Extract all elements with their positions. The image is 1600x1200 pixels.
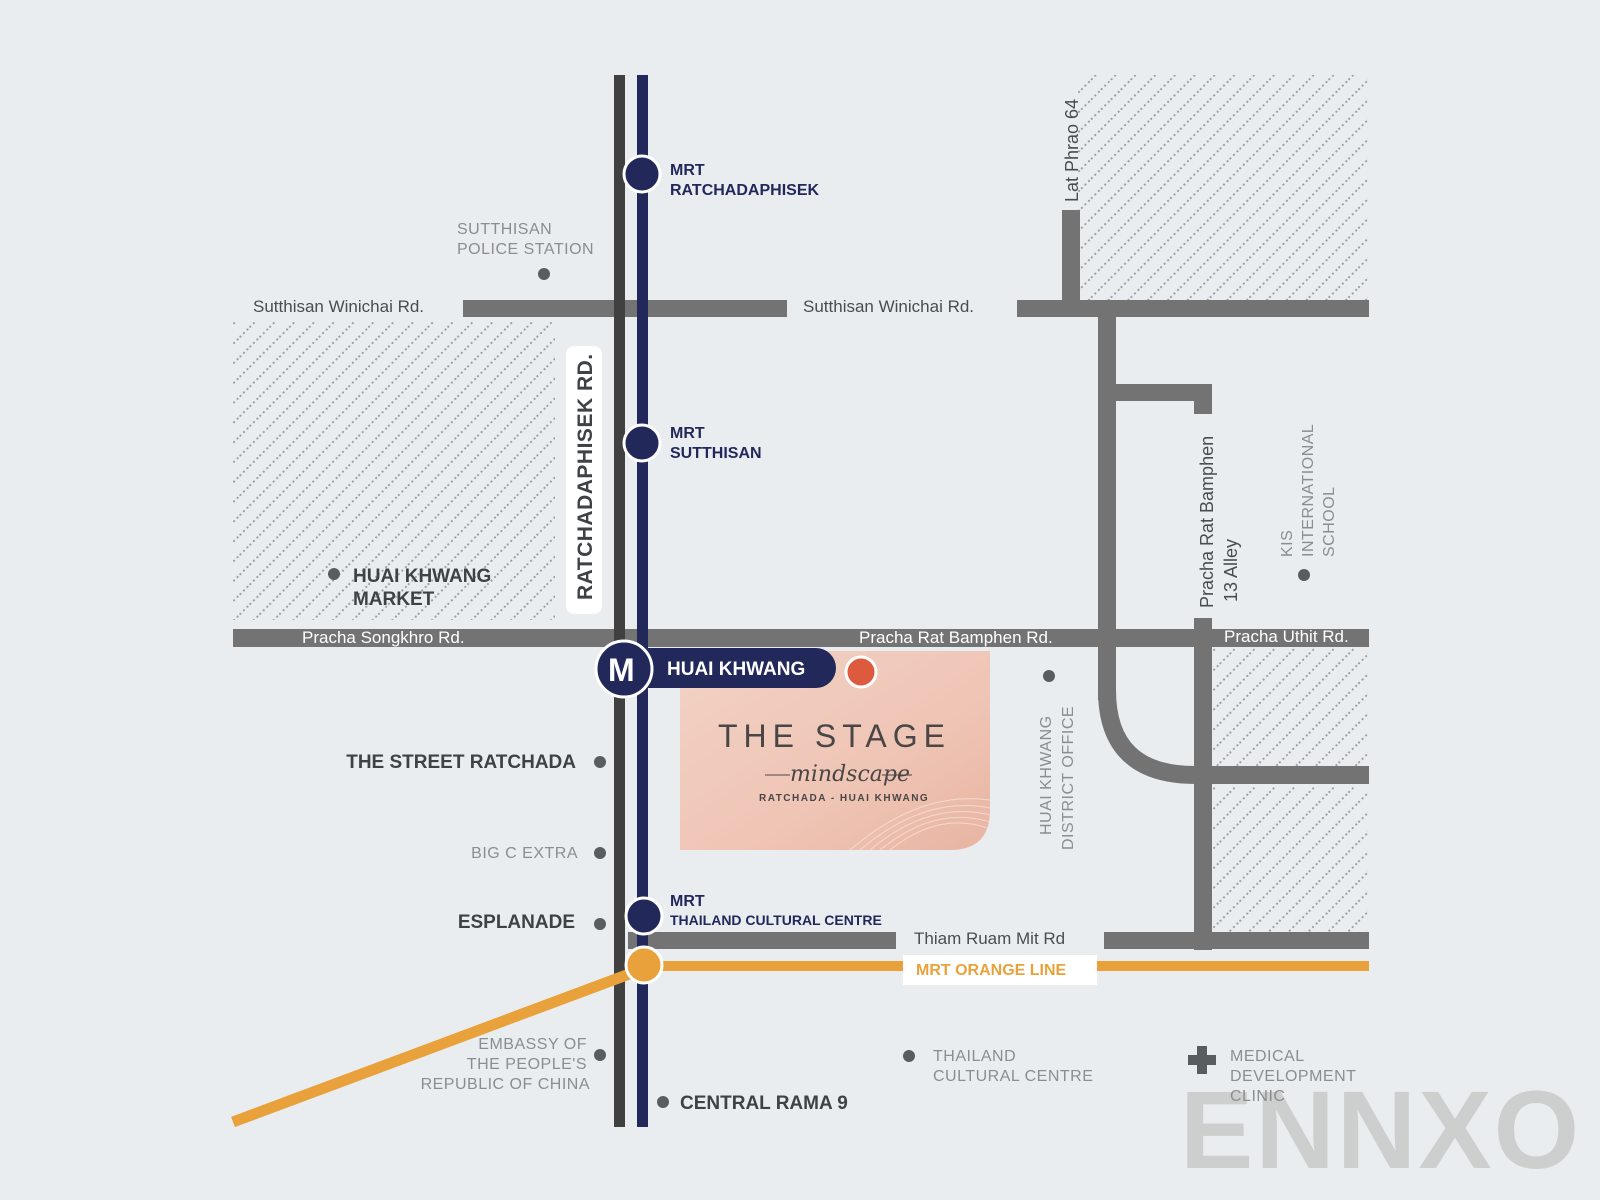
- svg-text:DISTRICT OFFICE: DISTRICT OFFICE: [1060, 706, 1077, 850]
- svg-text:THE STREET RATCHADA: THE STREET RATCHADA: [346, 752, 576, 773]
- project-location-pin-icon[interactable]: [844, 655, 878, 689]
- ratchadaphisek-label-bg: [566, 346, 602, 614]
- svg-text:HUAI KHWANG: HUAI KHWANG: [1038, 715, 1055, 835]
- svg-text:INTERNATIONAL: INTERNATIONAL: [1300, 424, 1317, 557]
- svg-text:POLICE STATION: POLICE STATION: [457, 241, 594, 258]
- project-title: THE STAGE: [718, 718, 951, 754]
- orange-line-label: MRT ORANGE LINE: [916, 962, 1067, 979]
- svg-text:MEDICAL: MEDICAL: [1230, 1048, 1305, 1065]
- zone-northeast: [1078, 75, 1368, 301]
- svg-text:THAILAND CULTURAL CENTRE: THAILAND CULTURAL CENTRE: [670, 912, 882, 928]
- label-alley-line2: 13 Alley: [1221, 539, 1241, 602]
- poi-medical-clinic[interactable]: MEDICAL DEVELOPMENT CLINIC: [1188, 1046, 1356, 1105]
- poi-dot-icon: [594, 756, 606, 768]
- poi-dot-icon: [538, 268, 550, 280]
- mrt-orange-line: MRT ORANGE LINE: [231, 955, 1369, 1128]
- road-connector: [1098, 384, 1212, 401]
- mrt-blue-line: [637, 75, 648, 1127]
- svg-text:MARKET: MARKET: [353, 589, 435, 610]
- poi-esplanade[interactable]: ESPLANADE: [458, 912, 606, 933]
- svg-text:HUAI KHWANG: HUAI KHWANG: [353, 566, 491, 587]
- road-connector-stub: [1194, 384, 1212, 414]
- poi-central-rama-9[interactable]: CENTRAL RAMA 9: [657, 1093, 848, 1114]
- zone-west: [233, 322, 555, 620]
- label-lat-phrao: Lat Phrao 64: [1062, 99, 1082, 202]
- poi-big-c-extra[interactable]: BIG C EXTRA: [471, 845, 606, 862]
- svg-text:MRT: MRT: [670, 893, 705, 910]
- poi-huai-khwang-market[interactable]: HUAI KHWANG MARKET: [328, 566, 491, 610]
- poi-dot-icon: [328, 568, 340, 580]
- mrt-m-icon: [594, 639, 654, 699]
- poi-the-street-ratchada[interactable]: THE STREET RATCHADA: [346, 752, 606, 773]
- road-pracha-horizontal: [233, 629, 1369, 647]
- label-pracha-uthit: Pracha Uthit Rd.: [1224, 627, 1349, 646]
- poi-dot-icon: [594, 847, 606, 859]
- poi-dot-icon: [657, 1096, 669, 1108]
- station-ratchadaphisek[interactable]: MRT RATCHADAPHISEK: [622, 154, 819, 199]
- svg-text:SCHOOL: SCHOOL: [1321, 486, 1338, 557]
- svg-text:SUTTHISAN: SUTTHISAN: [670, 445, 762, 462]
- label-pracha-rat-bamphen: Pracha Rat Bamphen Rd.: [859, 628, 1053, 647]
- svg-text:SUTTHISAN: SUTTHISAN: [457, 221, 552, 238]
- label-sutthisan-right: Sutthisan Winichai Rd.: [803, 297, 974, 316]
- svg-text:CULTURAL CENTRE: CULTURAL CENTRE: [933, 1068, 1093, 1085]
- label-pracha-songkhro: Pracha Songkhro Rd.: [302, 628, 465, 647]
- svg-text:CLINIC: CLINIC: [1230, 1088, 1285, 1105]
- station-cultural-centre[interactable]: MRT THAILAND CULTURAL CENTRE: [624, 893, 882, 936]
- svg-text:ESPLANADE: ESPLANADE: [458, 912, 575, 933]
- road-east-vertical: [1098, 300, 1116, 700]
- svg-text:DEVELOPMENT: DEVELOPMENT: [1230, 1068, 1356, 1085]
- station-huai-khwang[interactable]: M HUAI KHWANG: [594, 639, 836, 699]
- svg-text:THE PEOPLE'S: THE PEOPLE'S: [467, 1056, 587, 1073]
- orange-line-label-bg: [903, 955, 1097, 985]
- poi-dot-icon: [594, 918, 606, 930]
- project-subtitle: RATCHADA - HUAI KHWANG: [759, 793, 929, 804]
- svg-text:CENTRAL RAMA 9: CENTRAL RAMA 9: [680, 1093, 848, 1114]
- poi-thailand-cultural-centre[interactable]: THAILAND CULTURAL CENTRE: [903, 1048, 1093, 1085]
- poi-embassy-china[interactable]: EMBASSY OF THE PEOPLE'S REPUBLIC OF CHIN…: [421, 1036, 606, 1093]
- poi-dot-icon: [1043, 670, 1055, 682]
- label-sutthisan-left: Sutthisan Winichai Rd.: [253, 297, 424, 316]
- watermark: ENNXO: [1180, 1069, 1581, 1192]
- poi-police-station[interactable]: SUTTHISAN POLICE STATION: [457, 221, 594, 280]
- road-alley-vertical: [1194, 618, 1212, 950]
- label-ratchadaphisek: RATCHADAPHISEK RD.: [574, 353, 597, 600]
- poi-dot-icon: [903, 1050, 915, 1062]
- huai-khwang-pill: [620, 648, 836, 688]
- road-curve: [1098, 689, 1369, 784]
- road-lat-phrao: [1062, 210, 1080, 317]
- roads: [233, 210, 1369, 950]
- poi-huai-khwang-district-office[interactable]: HUAI KHWANG DISTRICT OFFICE: [1038, 670, 1077, 850]
- svg-text:THAILAND: THAILAND: [933, 1048, 1016, 1065]
- station-orange-interchange[interactable]: [624, 945, 664, 985]
- ratchadaphisek-road-line: [614, 75, 625, 1127]
- poi-kis-international-school[interactable]: KIS INTERNATIONAL SCHOOL: [1279, 424, 1338, 581]
- svg-text:REPUBLIC OF CHINA: REPUBLIC OF CHINA: [421, 1076, 590, 1093]
- poi-dot-icon: [1298, 569, 1310, 581]
- medical-cross-icon: [1188, 1046, 1216, 1074]
- svg-text:RATCHADAPHISEK: RATCHADAPHISEK: [670, 182, 819, 199]
- huai-khwang-label: HUAI KHWANG: [667, 659, 805, 680]
- svg-text:BIG C EXTRA: BIG C EXTRA: [471, 845, 578, 862]
- svg-text:EMBASSY OF: EMBASSY OF: [478, 1036, 587, 1053]
- hatched-zones: [233, 75, 1368, 932]
- road-thiam-right: [1104, 932, 1369, 949]
- road-thiam-left: [628, 932, 896, 949]
- station-sutthisan[interactable]: MRT SUTTHISAN: [622, 423, 762, 463]
- svg-text:MRT: MRT: [670, 162, 705, 179]
- card-decor-lines: [849, 798, 991, 851]
- label-alley-line1: Pracha Rat Bamphen: [1197, 436, 1217, 608]
- label-thiam-ruam-mit: Thiam Ruam Mit Rd: [914, 929, 1065, 948]
- svg-text:MRT: MRT: [670, 425, 705, 442]
- mrt-m-glyph: M: [608, 652, 635, 688]
- project-card[interactable]: THE STAGE mindscape RATCHADA - HUAI KHWA…: [680, 651, 991, 851]
- poi-dot-icon: [594, 1049, 606, 1061]
- svg-text:KIS: KIS: [1279, 530, 1296, 557]
- zone-east-lower: [1210, 786, 1368, 932]
- zone-east-upper: [1210, 648, 1368, 770]
